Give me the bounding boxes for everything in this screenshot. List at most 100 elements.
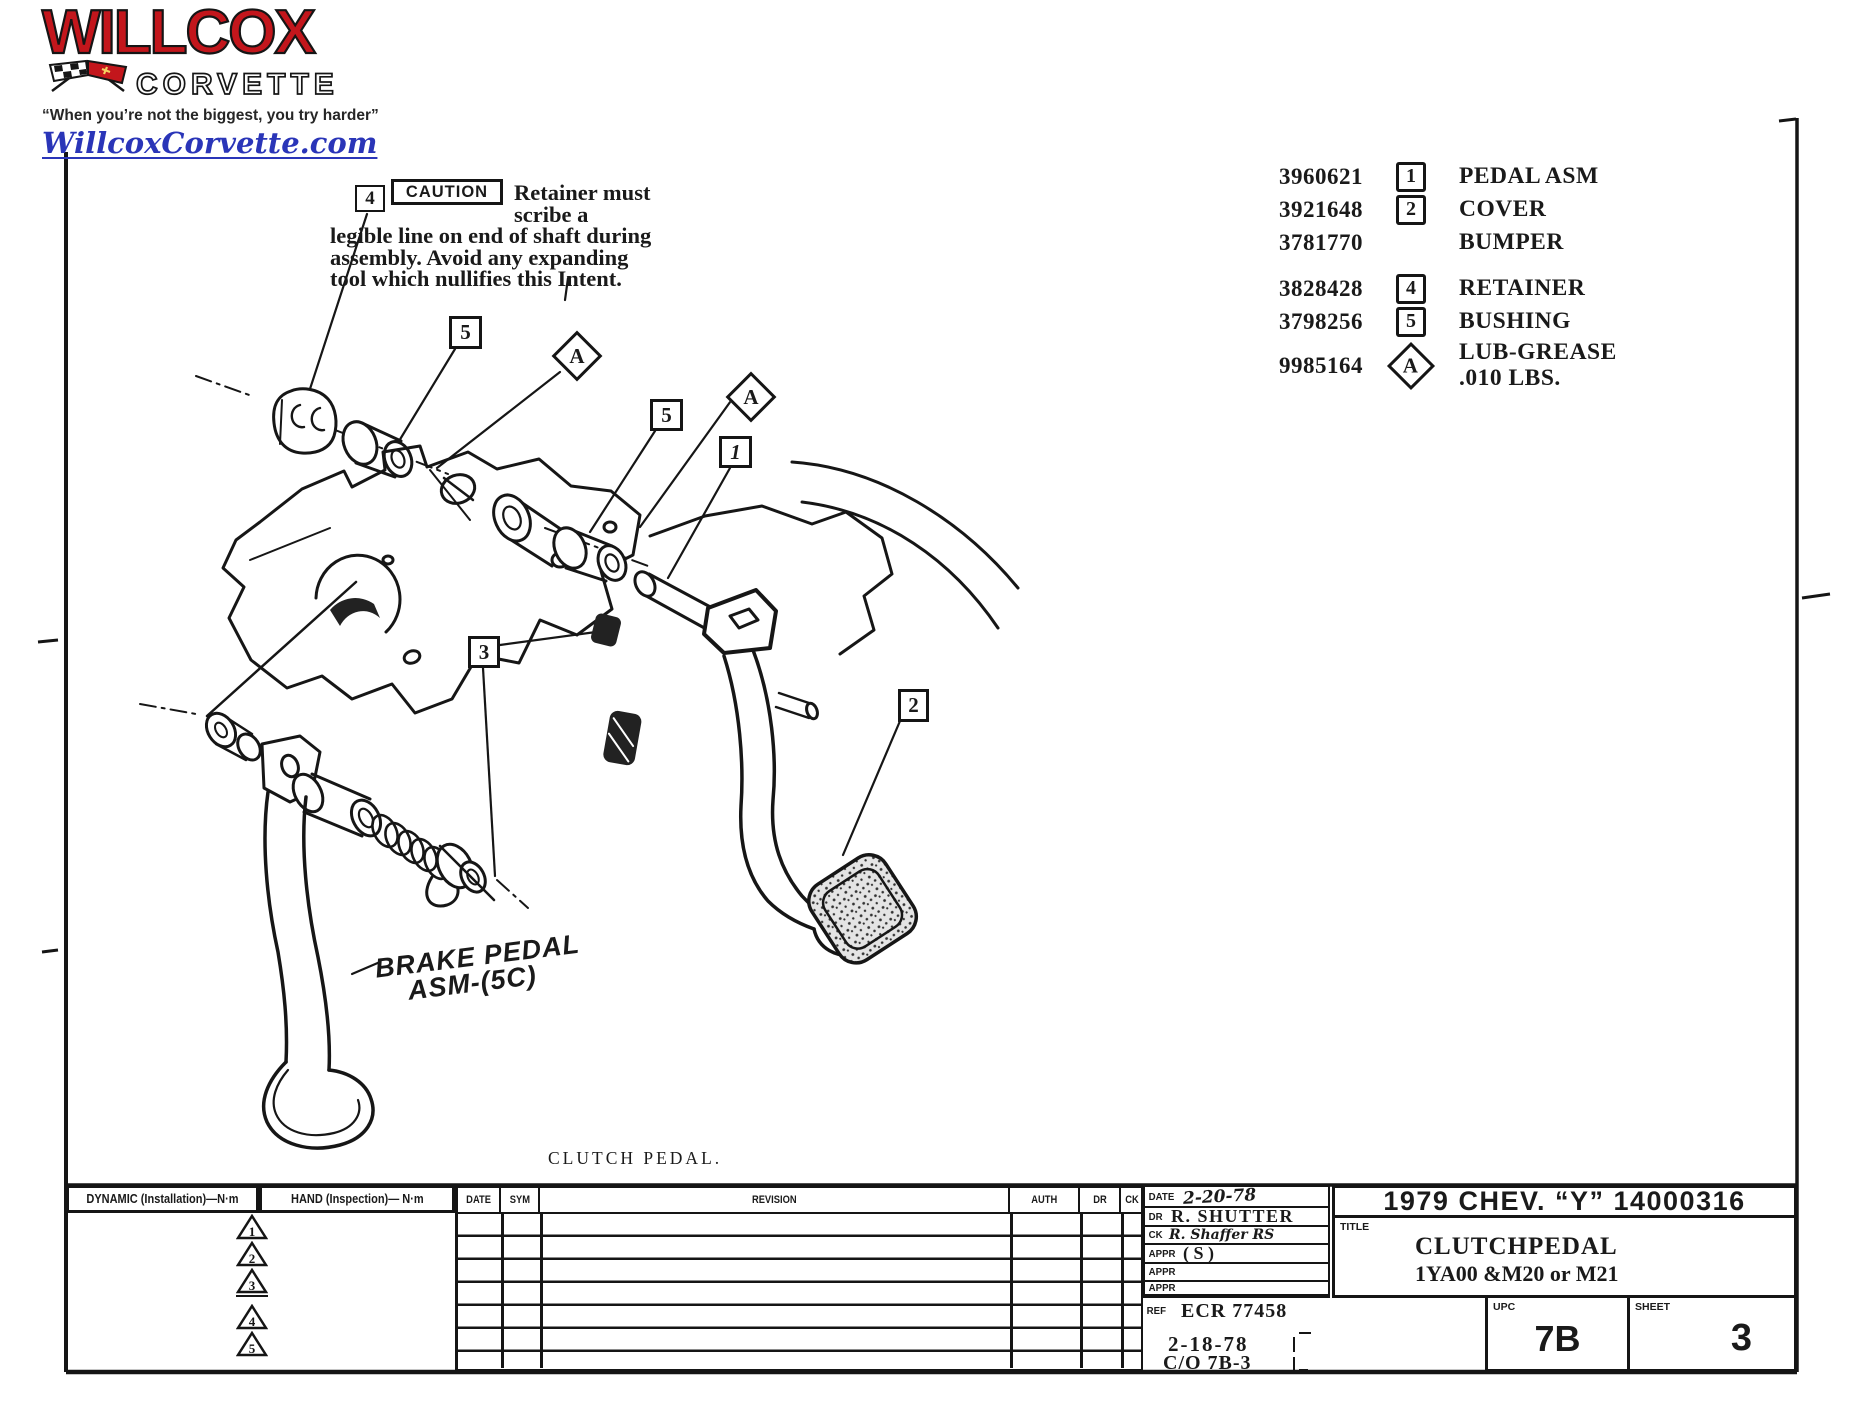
approval-row-ref: REF ECR 77458	[1143, 1296, 1330, 1324]
ck-signature: R. Shaffer RS	[1169, 1227, 1275, 1243]
drawing-subtitle: 1YA00 &M20 or M21	[1415, 1261, 1619, 1286]
part-number: 9985164	[1279, 353, 1363, 378]
brake-pedal-drawing	[261, 790, 375, 1150]
ck-label: CK	[1148, 1229, 1163, 1241]
part-callout-box: 5	[1396, 306, 1426, 337]
part-description: RETAINER	[1459, 274, 1586, 301]
dr-label: DR	[1148, 1210, 1163, 1223]
bracket-drawing	[205, 444, 894, 718]
callout-5-center: 5	[650, 399, 683, 431]
triangle-symbol: 3	[235, 1267, 269, 1297]
revision-triangle-symbols: 1 2 3 4 5	[230, 1213, 274, 1357]
caution-line: Retainer must scribe a	[514, 180, 651, 227]
triangle-number: 1	[249, 1224, 256, 1239]
parts-row: 3828428 4 RETAINER	[1255, 272, 1825, 305]
callout-3-bumper: 3	[468, 636, 500, 668]
title-box: TITLE CLUTCHPEDAL 1YA00 &M20 or M21	[1332, 1215, 1797, 1298]
column-header-revision: REVISION	[540, 1188, 1010, 1214]
part-callout-letter: A	[1403, 353, 1419, 378]
torque-header-hand-label: HAND (Inspection)— N·m	[290, 1192, 424, 1206]
appr-label: APPR	[1148, 1282, 1176, 1294]
appr-value: ( S )	[1183, 1243, 1214, 1263]
part-description-line: .010 LBS.	[1459, 365, 1561, 391]
center-bushings-drawing	[492, 493, 628, 583]
parts-row: 3960621 1 PEDAL ASM	[1255, 160, 1825, 193]
brake-shaft-drawing	[204, 711, 383, 838]
part-description-line: LUB-GREASE	[1459, 339, 1617, 366]
revision-table-header: DATE SYM REVISION AUTH DR CK	[458, 1188, 1143, 1214]
title-label: TITLE	[1340, 1221, 1370, 1233]
caution-note: Retainer must scribe a legible line on e…	[330, 180, 702, 291]
sheet-box: SHEET 3	[1627, 1295, 1797, 1372]
triangle-symbol: 2	[235, 1240, 269, 1267]
part-description: BUMPER	[1459, 228, 1564, 255]
approval-row-appr-2: APPR	[1143, 1262, 1330, 1282]
torque-header-hand: HAND (Inspection)— N·m	[259, 1185, 455, 1213]
caution-line: legible line on end of shaft during	[330, 223, 652, 248]
part-callout-diamond: A	[1386, 341, 1436, 391]
parts-row: 3781770 BUMPER	[1255, 226, 1825, 259]
upc-box: UPC 7B	[1485, 1295, 1630, 1372]
triangle-symbol: 1	[235, 1213, 269, 1240]
column-header-ck: CK	[1121, 1188, 1143, 1214]
approval-row-date: DATE 2-20-78	[1143, 1185, 1330, 1208]
column-header-dr: DR	[1080, 1188, 1121, 1214]
part-number: 3798256	[1279, 308, 1363, 334]
parts-row: 3798256 5 BUSHING	[1255, 305, 1825, 338]
parts-list: 3960621 1 PEDAL ASM 3921648 2 COVER 3781…	[1255, 160, 1825, 394]
approval-row-dr: DR R. SHUTTER	[1143, 1206, 1330, 1227]
willcox-logo: WILLCOX	[41, 0, 317, 67]
part-callout-box: 2	[1396, 194, 1426, 225]
date-label: DATE	[1148, 1190, 1175, 1203]
website-watermark: WillcoxCorvette.com	[42, 126, 378, 161]
triangle-number: 2	[249, 1251, 256, 1266]
part-callout-box: 4	[1396, 273, 1426, 304]
caution-box-label: CAUTION	[391, 179, 503, 205]
part-number: 3781770	[1279, 229, 1363, 255]
ref-date: 2-18-78	[1168, 1332, 1249, 1356]
diagram-caption: CLUTCH PEDAL.	[548, 1148, 723, 1168]
brand-header: WILLCOX CORVETTE “When you’re not the bi…	[41, 0, 402, 161]
approval-row-ck: CK R. Shaffer RS	[1143, 1225, 1330, 1245]
approval-row-appr-3: APPR	[1143, 1280, 1330, 1296]
triangle-number: 4	[249, 1314, 256, 1329]
crossed-flags-icon	[42, 55, 134, 100]
spring-drawing	[371, 813, 496, 908]
approval-row-appr-1: APPR ( S )	[1143, 1243, 1330, 1264]
callout-A-letter: A	[569, 343, 585, 368]
corvette-logo-text: CORVETTE	[135, 68, 339, 102]
caution-line: assembly. Avoid any expanding	[330, 244, 629, 270]
bumper-drawing	[591, 613, 642, 766]
callout-2-cover: 2	[898, 689, 929, 722]
parts-row: 3921648 2 COVER	[1255, 193, 1825, 226]
column-header-sym: SYM	[501, 1188, 540, 1214]
triangle-symbol: 5	[235, 1330, 269, 1357]
upc-label: UPC	[1493, 1301, 1516, 1313]
revision-table-rows	[458, 1214, 1141, 1368]
clutch-pedal-drawing	[633, 460, 1020, 958]
parts-row: 9985164 A LUB-GREASE .010 LBS.	[1255, 338, 1825, 394]
revision-table: DATE SYM REVISION AUTH DR CK	[455, 1185, 1143, 1372]
callout-4-caution: 4	[355, 185, 385, 212]
brand-tagline: “When you’re not the biggest, you try ha…	[42, 107, 379, 125]
leader-lines	[307, 212, 902, 976]
part-number: 3921648	[1279, 196, 1363, 222]
upc-value: 7B	[1534, 1317, 1581, 1359]
triangle-number: 3	[249, 1278, 256, 1293]
sheet-label: SHEET	[1635, 1301, 1671, 1313]
appr-label: APPR	[1148, 1247, 1176, 1260]
caution-line: tool which nullifies this Intent.	[330, 266, 622, 291]
part-callout-box: 1	[1396, 161, 1426, 192]
part-description: COVER	[1459, 195, 1547, 222]
triangle-number: 5	[249, 1341, 256, 1356]
date-value: 2-20-78	[1182, 1184, 1257, 1209]
part-description: BUSHING	[1459, 307, 1571, 334]
pedal-pad-drawing	[807, 853, 919, 965]
sheet-number: 3	[1730, 1317, 1752, 1359]
part-description: LUB-GREASE .010 LBS.	[1459, 339, 1617, 392]
callout-1-pedal-asm: 1	[719, 436, 752, 468]
dr-value: R. SHUTTER	[1171, 1206, 1295, 1226]
callout-5-upper: 5	[449, 316, 482, 349]
